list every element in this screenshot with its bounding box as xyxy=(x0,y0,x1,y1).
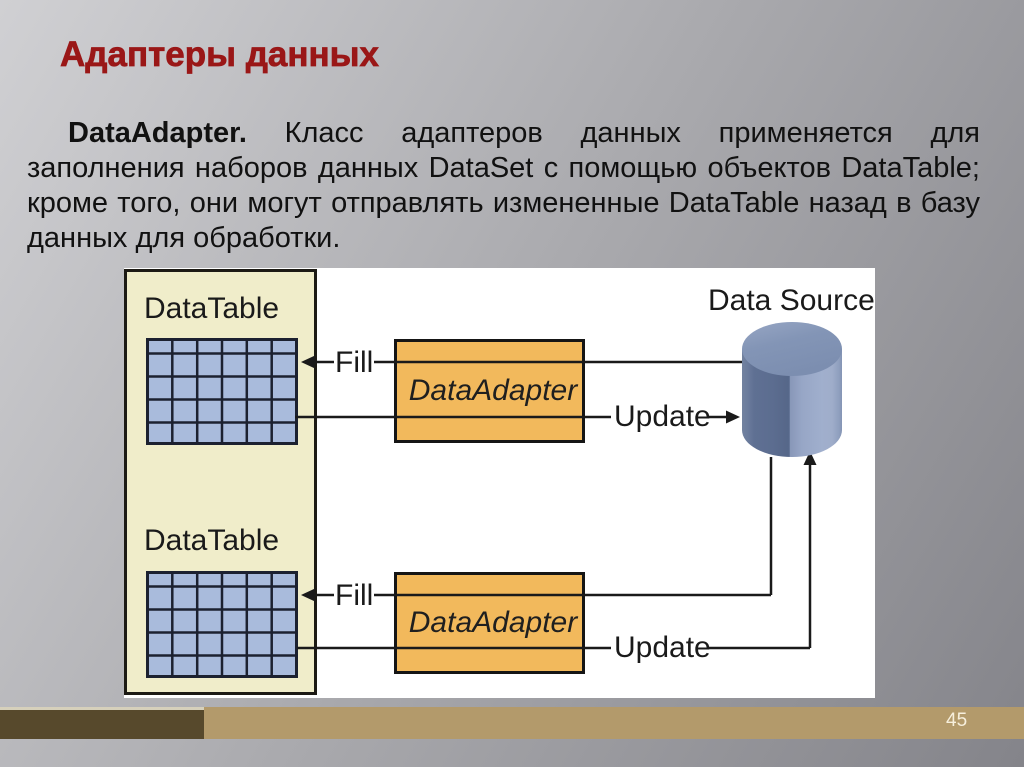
svg-text:Fill: Fill xyxy=(335,346,373,379)
svg-text:DataTable: DataTable xyxy=(144,292,279,325)
svg-text:Data Source: Data Source xyxy=(708,284,875,317)
svg-text:DataAdapter: DataAdapter xyxy=(409,606,578,639)
svg-text:DataTable: DataTable xyxy=(144,524,279,557)
svg-text:Update: Update xyxy=(614,400,711,433)
svg-text:Fill: Fill xyxy=(335,579,373,612)
svg-text:DataAdapter: DataAdapter xyxy=(409,374,578,407)
svg-text:Update: Update xyxy=(614,631,711,664)
